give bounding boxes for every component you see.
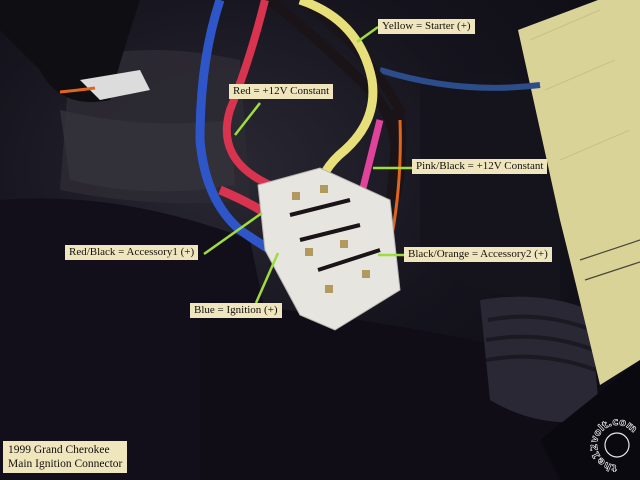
leader-red	[234, 102, 261, 136]
caption-line-2: Main Ignition Connector	[8, 458, 123, 470]
label-red-black-accessory1: Red/Black = Accessory1 (+)	[65, 245, 199, 260]
leader-red-black	[203, 211, 263, 256]
leader-blue	[254, 252, 280, 304]
watermark-text: the12volt.com	[590, 418, 639, 472]
caption-line-1: 1999 Grand Cherokee	[8, 444, 110, 456]
yellow-wire	[298, 0, 378, 196]
label-yellow-starter: Yellow = Starter (+)	[378, 19, 475, 34]
leader-yellow	[356, 25, 379, 44]
label-black-orange-accessory2: Black/Orange = Accessory2 (+)	[404, 247, 552, 262]
svg-text:the12volt.com: the12volt.com	[590, 418, 639, 472]
label-red-constant: Red = +12V Constant	[229, 84, 334, 99]
label-blue-ignition: Blue = Ignition (+)	[190, 303, 282, 318]
label-pink-black-constant: Pink/Black = +12V Constant	[412, 159, 548, 174]
watermark-logo: the12volt.com	[590, 418, 639, 472]
photo-caption: 1999 Grand Cherokee Main Ignition Connec…	[3, 441, 128, 473]
